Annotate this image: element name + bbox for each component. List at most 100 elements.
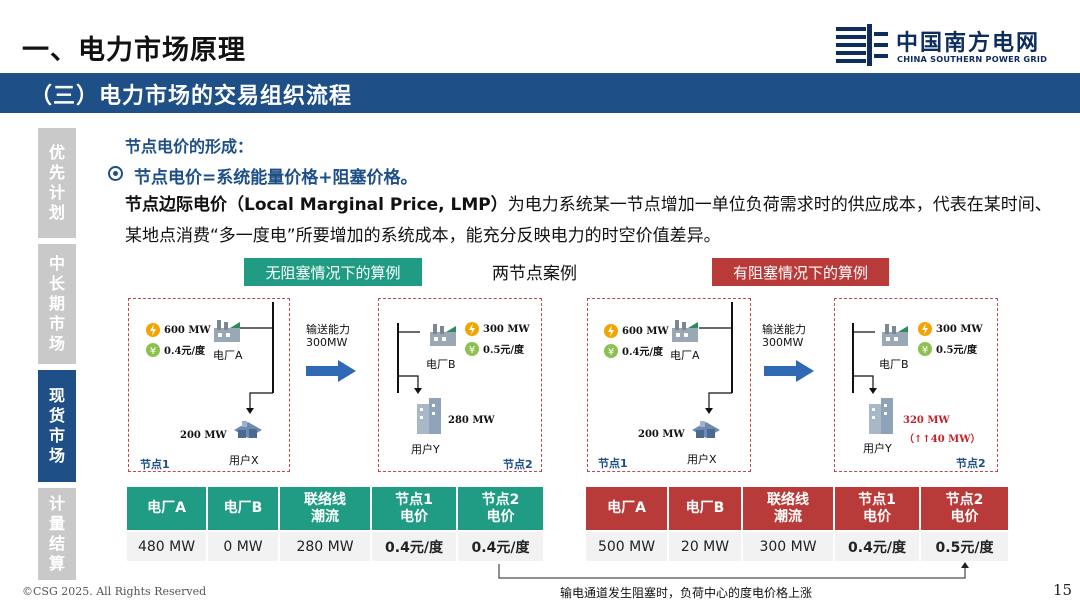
- plant-a-price: 0.4元/度: [622, 347, 664, 358]
- plant-b-name: 电厂B: [879, 358, 909, 371]
- congestion-label: 有阻塞情况下的算例: [712, 258, 889, 286]
- power-plant-icon: [880, 320, 910, 352]
- power-plant-icon: [670, 316, 700, 348]
- header-line: 电价: [486, 508, 515, 525]
- congestion-note: 输电通道发生阻塞时，负荷中心的度电价格上涨: [560, 586, 813, 600]
- user-building-icon: [690, 416, 722, 446]
- svg-text:¥: ¥: [150, 346, 156, 357]
- svg-text:¥: ¥: [608, 347, 614, 358]
- nav-char: 结: [48, 534, 65, 553]
- plant-a-power: 600 MW: [164, 325, 211, 336]
- node1-label: 节点1: [140, 458, 170, 471]
- svg-text:¥: ¥: [922, 345, 928, 356]
- header-line: 节点2: [945, 491, 984, 508]
- page-title: 一、电力市场原理: [22, 35, 246, 66]
- user-y-load: 280 MW: [448, 415, 495, 426]
- table-cell: 0.5元/度: [920, 530, 1008, 561]
- plant-a-name: 电厂A: [670, 349, 700, 362]
- nav-item-metering-settlement[interactable]: 计 量 结 算: [38, 488, 76, 580]
- plant-b-price: 0.5元/度: [936, 345, 978, 356]
- line-capacity-label: 输送能力: [306, 323, 350, 336]
- table-cell: 0.4元/度: [834, 530, 921, 561]
- node2-label: 节点2: [503, 458, 533, 471]
- header-line: 电厂B: [685, 500, 725, 516]
- power-plant-icon: [212, 316, 242, 348]
- line-capacity-value: 300MW: [762, 336, 804, 349]
- header-line: 节点1: [858, 491, 896, 508]
- table-cell: 20 MW: [668, 530, 743, 561]
- table-header: 电厂B: [207, 487, 280, 531]
- logo-text-en: CHINA SOUTHERN POWER GRID: [897, 54, 1048, 64]
- lightning-icon: [604, 323, 618, 343]
- bullet-circle-icon: [108, 166, 123, 181]
- nav-char: 市: [48, 426, 65, 445]
- yuan-icon: ¥: [918, 341, 932, 360]
- nav-item-medium-long-term[interactable]: 中 长 期 市 场: [38, 244, 76, 364]
- node2-label: 节点2: [956, 457, 986, 470]
- header-line: 电厂A: [607, 500, 646, 516]
- table-header: 联络线潮流: [279, 487, 372, 531]
- office-building-icon: [866, 396, 896, 440]
- table-row: 480 MW 0 MW 280 MW 0.4元/度 0.4元/度: [127, 530, 543, 561]
- table-cell: 480 MW: [127, 530, 208, 561]
- node1-frame: [128, 298, 290, 472]
- node2-frame: [834, 298, 998, 472]
- header-line: 节点2: [481, 491, 520, 508]
- node1-frame: [587, 298, 751, 472]
- nav-char: 优: [48, 143, 65, 162]
- section-title: （三）电力市场的交易组织流程: [30, 84, 353, 109]
- table-cell: 0.4元/度: [371, 530, 458, 561]
- lightning-icon: [465, 321, 479, 341]
- lightning-icon: [918, 321, 932, 341]
- nav-item-priority-plan[interactable]: 优 先 计 划: [38, 128, 76, 238]
- nav-char: 期: [48, 294, 65, 313]
- nav-char: 货: [48, 406, 65, 425]
- nav-char: 计: [48, 494, 65, 513]
- page-number: 15: [1053, 581, 1073, 599]
- header-line: 电价: [863, 508, 891, 525]
- header-line: 电厂A: [147, 500, 186, 516]
- line-capacity-label: 输送能力: [762, 323, 806, 336]
- nav-item-spot-market[interactable]: 现 货 市 场: [38, 370, 76, 482]
- nav-char: 量: [48, 514, 65, 533]
- user-x-load: 200 MW: [638, 429, 685, 440]
- user-y-name: 用户Y: [411, 443, 440, 456]
- nav-char: 现: [48, 386, 65, 405]
- nav-char: 中: [48, 254, 65, 273]
- node2-frame: [378, 298, 542, 472]
- office-building-icon: [414, 396, 444, 440]
- bullet-text: 节点电价=系统能量价格+阻塞价格。: [134, 168, 418, 188]
- price-comparison-bracket: [498, 562, 969, 579]
- lmp-paragraph: 节点边际电价（Local Marginal Price, LMP）为电力系统某一…: [125, 190, 1055, 252]
- lmp-definition: 为电力系统某一节点增加一单位负荷需求时的供应成本，代表在某时间、某地点消费“多一…: [125, 195, 1052, 246]
- table-header: 联络线潮流: [742, 487, 835, 531]
- nav-char: 市: [48, 314, 65, 333]
- nav-char: 场: [48, 446, 65, 465]
- header-line: 联络线: [767, 491, 809, 508]
- table-cell: 300 MW: [742, 530, 835, 561]
- plant-b-power: 300 MW: [483, 324, 530, 335]
- user-x-name: 用户X: [687, 453, 717, 466]
- lightning-icon: [146, 322, 160, 342]
- case-title: 两节点案例: [492, 264, 577, 284]
- table-header: 电厂B: [668, 487, 743, 531]
- plant-a-power: 600 MW: [622, 326, 669, 337]
- table-cell: 500 MW: [586, 530, 669, 561]
- user-building-icon: [232, 416, 264, 446]
- header-line: 电厂B: [223, 500, 263, 516]
- csg-logo-icon: [836, 24, 888, 66]
- svg-text:¥: ¥: [469, 345, 475, 356]
- subheading: 节点电价的形成：: [125, 137, 254, 156]
- company-logo: 中国南方电网 CHINA SOUTHERN POWER GRID: [836, 24, 1066, 68]
- table-cell: 0 MW: [207, 530, 280, 561]
- header-line: 电价: [400, 508, 428, 525]
- node1-label: 节点1: [598, 457, 628, 470]
- copyright: ©CSG 2025. All Rights Reserved: [22, 585, 207, 598]
- user-y-name: 用户Y: [863, 442, 892, 455]
